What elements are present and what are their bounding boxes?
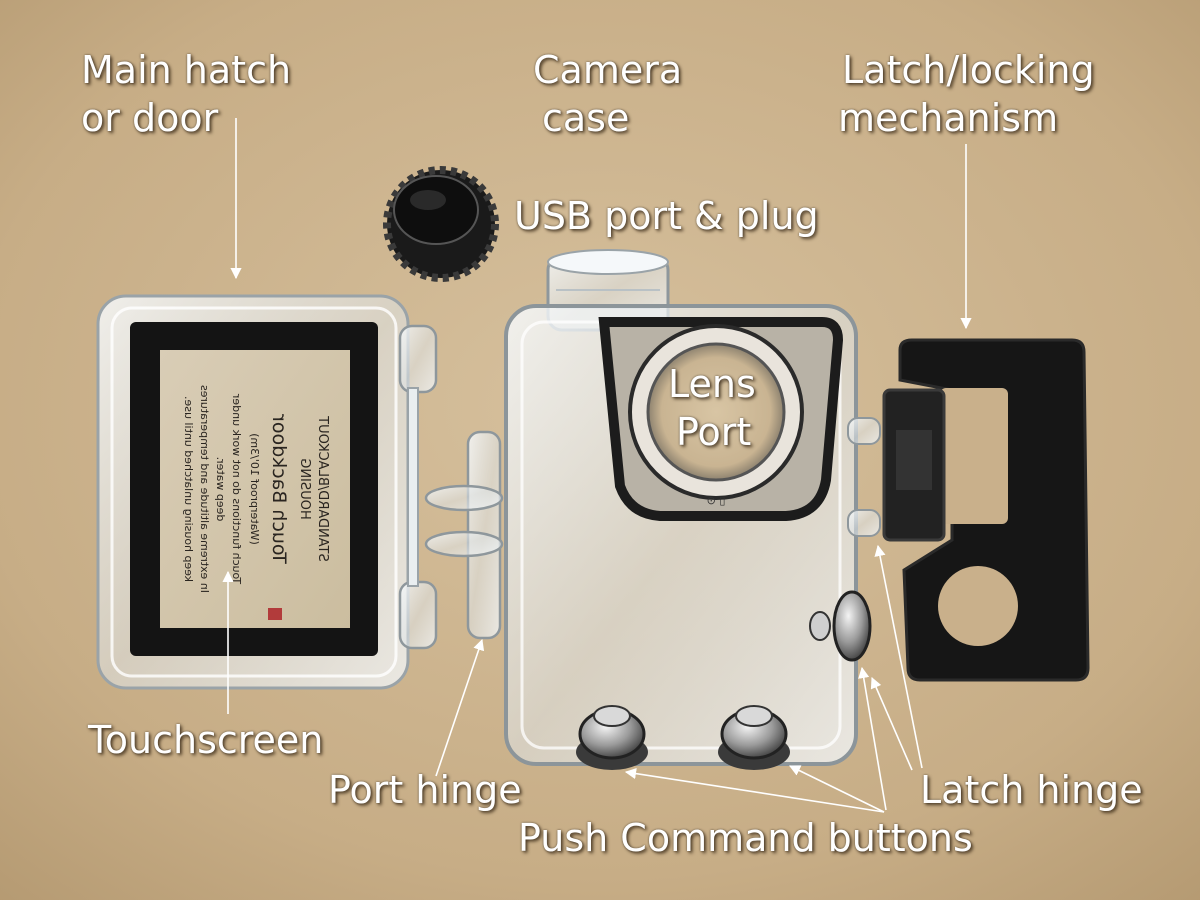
label-main-hatch-line1: Main hatch xyxy=(81,48,292,92)
arrow-push-button-2 xyxy=(788,765,885,813)
label-camera-case-line2: case xyxy=(542,96,630,140)
usb-plug xyxy=(383,166,499,282)
label-lens-line1: Lens xyxy=(668,362,756,406)
door-text-line5: Touch functions do not work under xyxy=(230,393,243,585)
label-touchscreen: Touchscreen xyxy=(88,718,324,762)
door-text-line2: HOUSING xyxy=(297,458,312,519)
label-push-buttons: Push Command buttons xyxy=(518,816,973,860)
annotation-arrows xyxy=(222,118,972,813)
arrow-port-hinge xyxy=(435,638,485,777)
door-printed-text: STANDARD/BLACKOUT HOUSING Touch Backdoor… xyxy=(182,385,330,593)
door-text-line1: STANDARD/BLACKOUT xyxy=(315,416,330,562)
case-mark: ⊙ ▯ xyxy=(707,494,726,507)
camera-case xyxy=(424,249,881,766)
door-text-line8: keep housing unlatched until use. xyxy=(182,396,195,582)
arrow-latch-hinge-top xyxy=(874,544,923,769)
label-port-hinge: Port hinge xyxy=(328,768,522,812)
label-latch-hinge: Latch hinge xyxy=(920,768,1143,812)
label-camera-case-line1: Camera xyxy=(533,48,683,92)
door-text-line6: deep water. xyxy=(214,457,227,522)
touchscreen-window xyxy=(160,350,350,628)
push-command-buttons xyxy=(576,590,872,770)
label-latch-line1: Latch/locking xyxy=(842,48,1095,92)
latch-mechanism xyxy=(882,338,1090,682)
label-latch-line2: mechanism xyxy=(838,96,1059,140)
arrow-push-button-3 xyxy=(858,666,887,811)
door-text-line4: (Waterproof 10'/3m) xyxy=(248,433,261,545)
arrow-push-button-1 xyxy=(624,768,885,813)
door-hinge xyxy=(398,324,438,650)
door-text-line3: Touch Backdoor xyxy=(268,414,290,565)
label-lens-line2: Port xyxy=(676,410,752,454)
door-text-line7: In extreme altitude and temperatures xyxy=(198,385,211,593)
label-main-hatch-line2: or door xyxy=(81,96,219,140)
arrow-latch-hinge-bottom xyxy=(870,676,913,771)
label-usb: USB port & plug xyxy=(514,194,819,238)
